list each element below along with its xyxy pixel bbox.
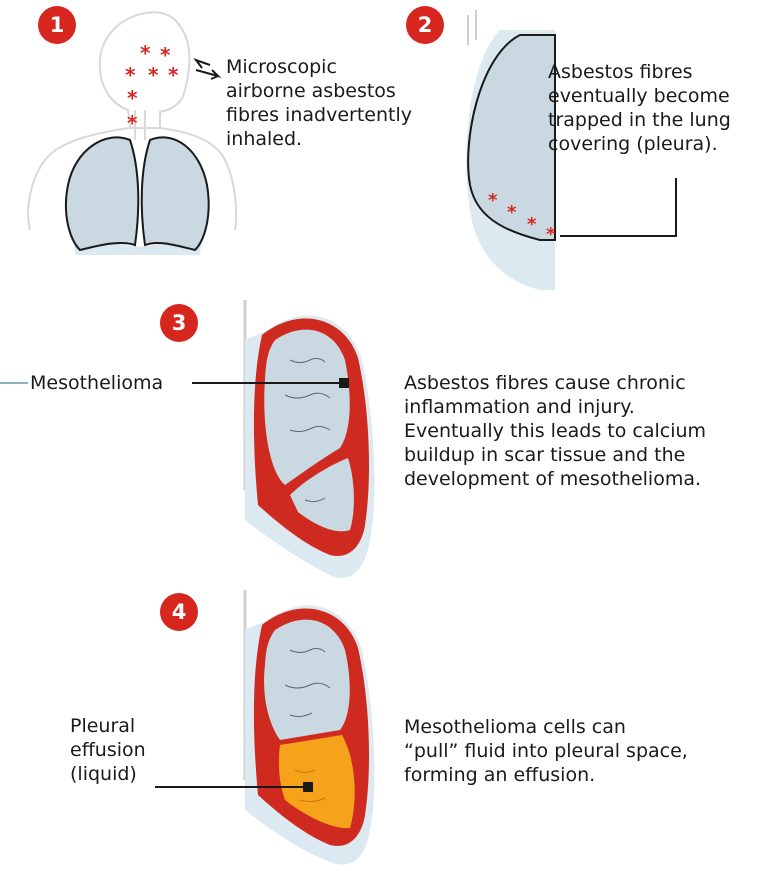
label-line: Pleural bbox=[70, 714, 146, 738]
svg-text:*: * bbox=[527, 214, 537, 235]
svg-text:*: * bbox=[127, 111, 138, 135]
caption-line: “pull” fluid into pleural space, bbox=[404, 739, 688, 763]
left-lung bbox=[66, 137, 138, 250]
svg-text:*: * bbox=[127, 86, 138, 110]
caption-line: inhaled. bbox=[226, 127, 412, 151]
caption-line: Asbestos fibres cause chronic bbox=[404, 371, 706, 395]
asbestos-fibres: ** *** * * bbox=[125, 41, 179, 135]
svg-text:*: * bbox=[488, 190, 498, 211]
caption-line: airborne asbestos bbox=[226, 79, 412, 103]
caption-line: development of mesothelioma. bbox=[404, 467, 706, 491]
right-lung bbox=[142, 137, 209, 250]
label-line: (liquid) bbox=[70, 762, 146, 786]
pleural-effusion-label: Pleural effusion (liquid) bbox=[70, 714, 146, 786]
caption-line: inflammation and injury. bbox=[404, 395, 706, 419]
effusion-lung-illustration bbox=[155, 590, 374, 865]
caption-line: eventually become bbox=[548, 84, 731, 108]
caption-line: covering (pleura). bbox=[548, 132, 731, 156]
step-2-caption: Asbestos fibres eventually become trappe… bbox=[548, 60, 731, 156]
caption-line: buildup in scar tissue and the bbox=[404, 443, 706, 467]
step-1-badge: 1 bbox=[38, 6, 76, 44]
caption-line: Asbestos fibres bbox=[548, 60, 731, 84]
step-4-badge: 4 bbox=[160, 593, 198, 631]
svg-text:*: * bbox=[168, 63, 179, 87]
mesothelioma-lung-illustration bbox=[0, 300, 374, 578]
step-3-caption: Asbestos fibres cause chronic inflammati… bbox=[404, 371, 706, 491]
svg-text:*: * bbox=[148, 63, 159, 87]
svg-text:*: * bbox=[546, 224, 556, 245]
caption-line: forming an effusion. bbox=[404, 763, 688, 787]
svg-text:*: * bbox=[140, 41, 151, 65]
caption-line: Eventually this leads to calcium bbox=[404, 419, 706, 443]
step-3-badge: 3 bbox=[160, 304, 198, 342]
svg-text:*: * bbox=[125, 63, 136, 87]
step-4-caption: Mesothelioma cells can “pull” fluid into… bbox=[404, 715, 688, 787]
caption-line: trapped in the lung bbox=[548, 108, 731, 132]
caption-line: Mesothelioma cells can bbox=[404, 715, 688, 739]
caption-line: Microscopic bbox=[226, 55, 412, 79]
svg-text:*: * bbox=[507, 202, 517, 223]
caption-line: fibres inadvertently bbox=[226, 103, 412, 127]
mesothelioma-label: Mesothelioma bbox=[30, 371, 163, 395]
step-1-caption: Microscopic airborne asbestos fibres ina… bbox=[226, 55, 412, 151]
label-line: effusion bbox=[70, 738, 146, 762]
step-2-badge: 2 bbox=[406, 6, 444, 44]
inhale-arrows bbox=[196, 60, 218, 79]
